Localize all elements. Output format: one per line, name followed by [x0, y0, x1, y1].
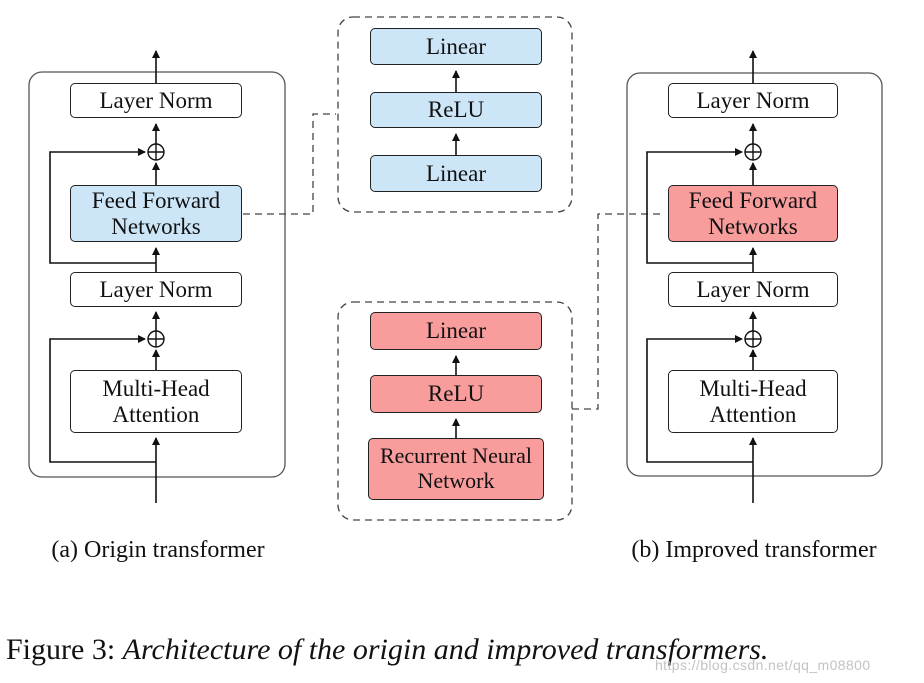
detail-improved-relu-block: ReLU — [370, 375, 542, 413]
b-multi-head-attention-block: Multi-Head Attention — [668, 370, 838, 433]
b-layer-norm-bottom-block: Layer Norm — [668, 272, 838, 307]
connector-ffn-a-to-detail — [243, 113, 336, 215]
subcaption-b: (b) Improved transformer — [631, 537, 877, 563]
a-residual-top — [49, 148, 156, 264]
detail-origin-linear-bottom-block: Linear — [370, 155, 542, 192]
watermark-text: https://blog.csdn.net/qq_m08800 — [655, 657, 871, 673]
figure-caption: Figure 3: Architecture of the origin and… — [6, 633, 920, 667]
a-residual-bottom — [49, 335, 156, 463]
b-layer-norm-top-block: Layer Norm — [668, 83, 838, 118]
ffn-detail-origin-outline — [337, 16, 573, 213]
a-multi-head-attention-block: Multi-Head Attention — [70, 370, 242, 433]
transformer-a-outline — [28, 71, 286, 478]
transformer-b-outline — [626, 72, 883, 477]
a-add-bottom-icon — [147, 330, 165, 348]
a-add-top-icon — [147, 143, 165, 161]
detail-improved-linear-block: Linear — [370, 312, 542, 350]
a-feed-forward-block: Feed Forward Networks — [70, 185, 242, 242]
connector-detail-to-ffn-b — [572, 213, 665, 410]
b-residual-top — [646, 148, 753, 264]
a-layer-norm-bottom-block: Layer Norm — [70, 272, 242, 307]
b-feed-forward-block: Feed Forward Networks — [668, 185, 838, 242]
figure-caption-prefix: Figure 3: — [6, 633, 116, 666]
b-residual-bottom — [646, 335, 753, 463]
subcaption-a: (a) Origin transformer — [51, 537, 265, 563]
ffn-detail-improved-outline — [337, 301, 573, 521]
figure-caption-text: Architecture of the origin and improved … — [122, 633, 769, 666]
a-layer-norm-top-block: Layer Norm — [70, 83, 242, 118]
b-add-top-icon — [744, 143, 762, 161]
detail-origin-linear-top-block: Linear — [370, 28, 542, 65]
detail-origin-relu-block: ReLU — [370, 92, 542, 128]
b-add-bottom-icon — [744, 330, 762, 348]
detail-improved-rnn-block: Recurrent Neural Network — [368, 438, 544, 500]
